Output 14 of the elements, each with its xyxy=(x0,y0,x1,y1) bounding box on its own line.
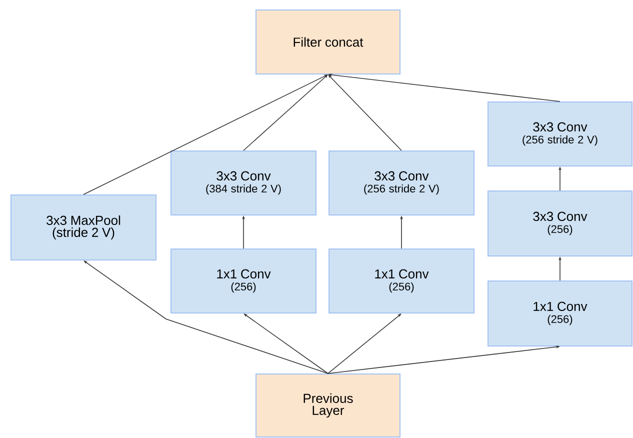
operation-box: 3x3 Conv (256) xyxy=(488,190,632,256)
arrow xyxy=(244,314,328,374)
operation-box: 1x1 Conv (256) xyxy=(328,248,474,314)
operation-box: 3x3 Conv (256 stride 2 V) xyxy=(328,150,474,216)
arrow xyxy=(328,74,402,151)
layer-box: Previous Layer xyxy=(256,373,400,438)
arrow xyxy=(328,314,402,374)
operation-box: 3x3 MaxPool (stride 2 V) xyxy=(10,194,156,260)
operation-box: 3x3 Conv (256 stride 2 V) xyxy=(488,102,632,166)
operation-box: 1x1 Conv (256) xyxy=(488,280,632,346)
operation-box: 3x3 Conv (384 stride 2 V) xyxy=(170,150,316,216)
layer-box: Filter concat xyxy=(256,10,400,74)
operation-box: 1x1 Conv (256) xyxy=(170,248,316,314)
arrow xyxy=(243,74,328,151)
